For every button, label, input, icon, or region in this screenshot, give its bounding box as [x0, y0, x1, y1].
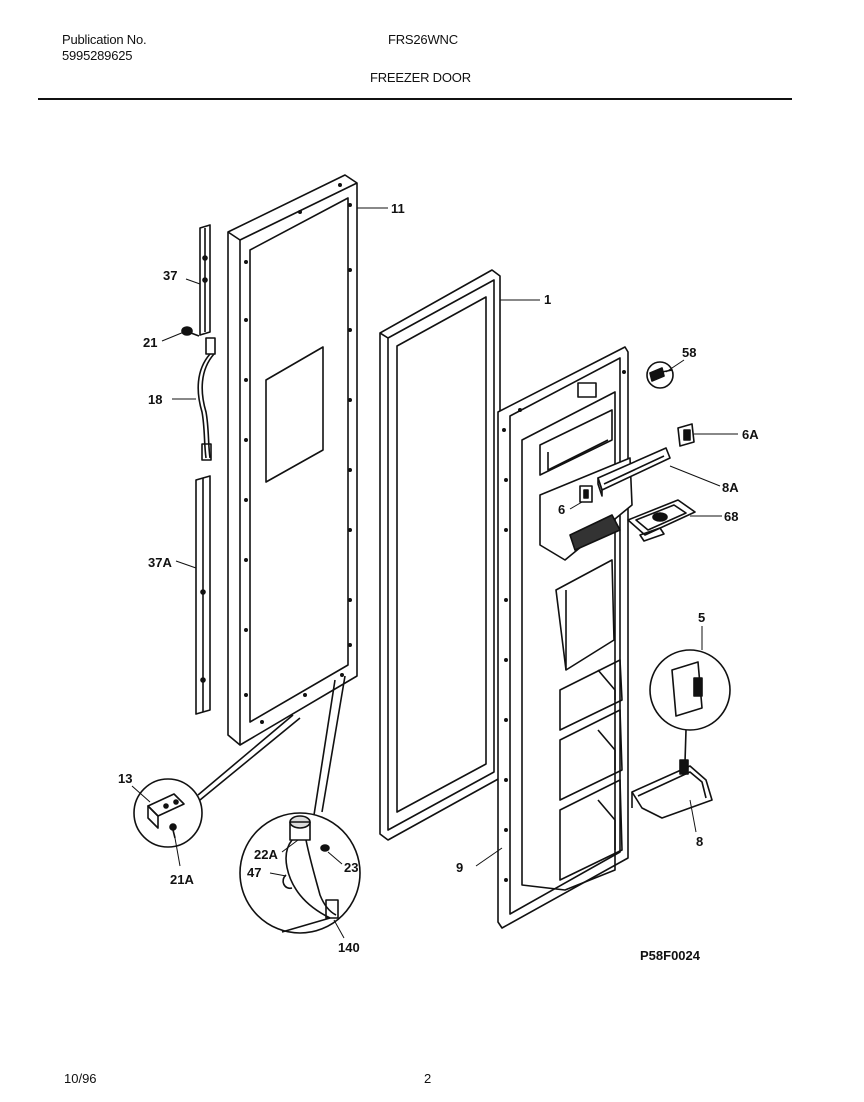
header-rule	[38, 98, 792, 100]
callout-5: 5	[698, 610, 705, 625]
actuator-68	[627, 499, 696, 542]
detail-circle-5	[649, 649, 731, 763]
callout-18: 18	[148, 392, 162, 407]
callout-140: 140	[338, 940, 360, 955]
callout-13: 13	[118, 771, 132, 786]
hinge-wire	[197, 337, 216, 461]
detail-circle-13	[133, 714, 301, 848]
callout-21a: 21A	[170, 872, 194, 887]
callout-68: 68	[724, 509, 738, 524]
clip-6a	[677, 423, 695, 447]
callout-21: 21	[143, 335, 157, 350]
callout-8a: 8A	[722, 480, 739, 495]
shelf-bracket-8	[631, 759, 713, 819]
footer-page-number: 2	[424, 1071, 432, 1086]
callout-9: 9	[456, 860, 463, 875]
clip-6	[579, 485, 593, 503]
inner-door-liner	[497, 346, 633, 929]
callout-37a: 37A	[148, 555, 172, 570]
dispenser-bar-8a	[597, 447, 671, 497]
footer-date: 10/96	[64, 1071, 97, 1086]
lower-trim-strip	[195, 475, 211, 715]
callout-11: 11	[391, 201, 405, 216]
leader-lines	[131, 207, 738, 939]
callout-8: 8	[696, 834, 703, 849]
figure-code: P58F0024	[640, 948, 701, 963]
publication-number: 5995289625	[62, 48, 133, 63]
callout-23: 23	[344, 860, 358, 875]
callout-58: 58	[682, 345, 696, 360]
publication-label: Publication No.	[62, 32, 147, 47]
upper-trim-strip	[199, 224, 211, 336]
section-title: FREEZER DOOR	[370, 70, 471, 85]
callout-47: 47	[247, 865, 261, 880]
screw-21	[181, 326, 200, 337]
callout-6a: 6A	[742, 427, 759, 442]
callout-22a: 22A	[254, 847, 278, 862]
screw-58	[646, 361, 674, 389]
door-frame-panel	[227, 174, 358, 746]
callout-1: 1	[544, 292, 551, 307]
callout-6: 6	[558, 502, 565, 517]
detail-circle-harness	[239, 675, 361, 934]
door-gasket	[379, 269, 501, 841]
model-number: FRS26WNC	[388, 32, 458, 47]
callout-37: 37	[163, 268, 177, 283]
